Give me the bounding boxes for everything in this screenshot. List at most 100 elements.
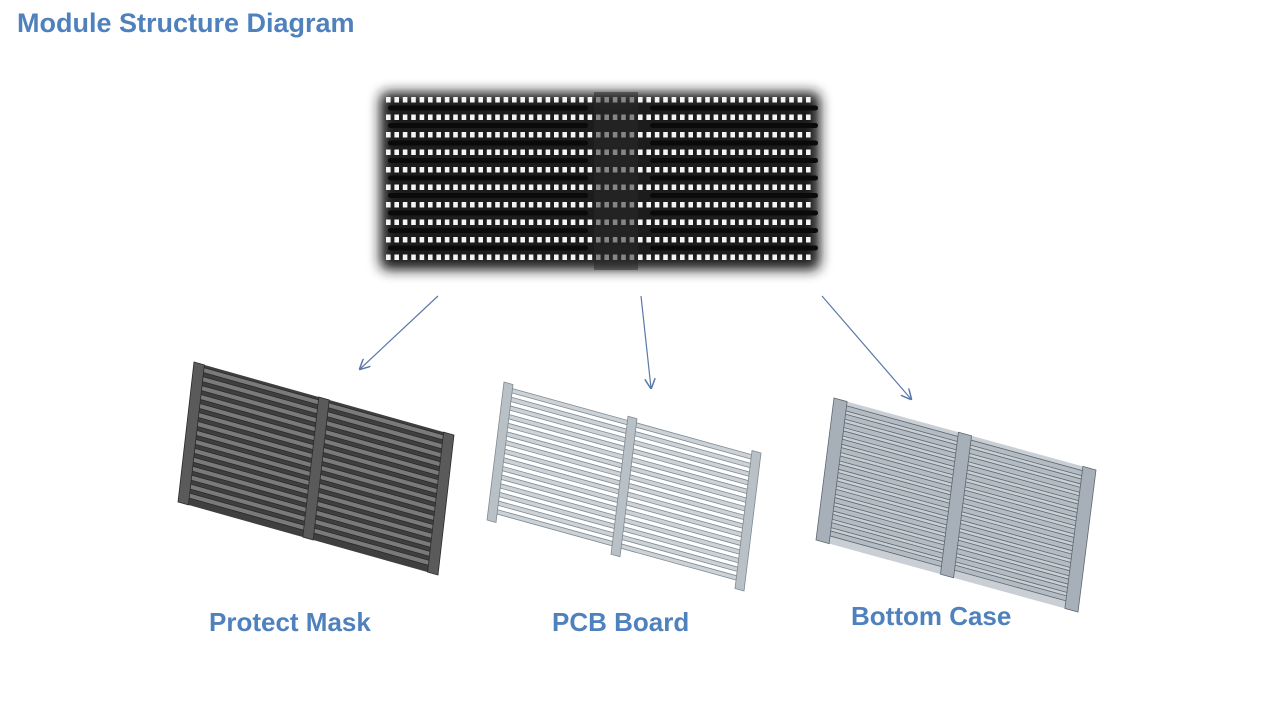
led-pixel — [722, 202, 727, 208]
led-pixel — [461, 132, 467, 138]
led-pixel — [755, 167, 761, 173]
led-pixel — [579, 254, 584, 260]
led-pixel — [528, 202, 534, 208]
led-pixel — [730, 132, 735, 138]
led-pixel — [554, 184, 559, 190]
led-pixel — [461, 114, 467, 120]
led-pixel — [554, 132, 559, 138]
led-pixel — [386, 132, 391, 138]
led-pixel — [688, 167, 693, 173]
led-pixel — [780, 184, 786, 190]
led-pixel — [394, 237, 399, 243]
led-pixel — [797, 149, 803, 155]
led-pixel — [772, 184, 777, 190]
led-pixel — [436, 219, 441, 225]
led-pixel — [495, 254, 500, 260]
module-slot — [650, 228, 818, 233]
led-pixel — [638, 219, 643, 225]
led-pixel — [579, 149, 584, 155]
led-pixel — [713, 149, 719, 155]
led-pixel — [638, 132, 643, 138]
led-pixel — [486, 237, 492, 243]
led-pixel — [688, 184, 693, 190]
led-pixel — [436, 97, 441, 103]
led-pixel — [453, 184, 458, 190]
led-pixel — [772, 132, 777, 138]
led-pixel — [713, 132, 719, 138]
led-pixel — [806, 219, 811, 225]
led-pixel — [470, 149, 475, 155]
led-pixel — [688, 237, 693, 243]
led-pixel — [696, 132, 702, 138]
led-pixel — [663, 202, 668, 208]
led-pixel — [512, 184, 517, 190]
led-pixel — [537, 132, 542, 138]
led-pixel — [780, 219, 786, 225]
led-pixel — [402, 167, 408, 173]
led-pixel — [638, 202, 643, 208]
led-pixel — [570, 184, 576, 190]
led-pixel — [713, 219, 719, 225]
led-pixel — [646, 237, 651, 243]
led-pixel — [512, 149, 517, 155]
led-pixel — [478, 167, 483, 173]
led-pixel — [386, 219, 391, 225]
led-pixel — [554, 254, 559, 260]
led-pixel — [755, 184, 761, 190]
led-pixel — [638, 184, 643, 190]
led-pixel — [780, 132, 786, 138]
led-pixel — [486, 219, 492, 225]
module-slot — [388, 140, 588, 146]
led-pixel — [512, 237, 517, 243]
led-pixel — [587, 97, 593, 103]
led-pixel — [663, 184, 668, 190]
led-pixel — [428, 254, 433, 260]
led-pixel — [688, 97, 693, 103]
led-pixel — [646, 202, 651, 208]
led-pixel — [444, 202, 450, 208]
led-pixel — [402, 237, 408, 243]
module-center-bar — [594, 92, 638, 270]
led-pixel — [638, 167, 643, 173]
led-pixel — [478, 149, 483, 155]
led-pixel — [738, 114, 744, 120]
led-pixel — [797, 132, 803, 138]
led-pixel — [554, 202, 559, 208]
led-pixel — [453, 202, 458, 208]
led-pixel — [587, 132, 593, 138]
grille-rail — [486, 381, 514, 523]
led-pixel — [461, 202, 467, 208]
led-pixel — [402, 202, 408, 208]
led-pixel — [755, 97, 761, 103]
led-pixel — [512, 202, 517, 208]
led-pixel — [696, 167, 702, 173]
module-slot — [388, 228, 588, 233]
led-pixel — [562, 254, 567, 260]
led-pixel — [419, 237, 425, 243]
led-pixel — [730, 114, 735, 120]
led-pixel — [478, 184, 483, 190]
led-pixel — [470, 132, 475, 138]
led-pixel — [386, 167, 391, 173]
led-pixel — [789, 202, 794, 208]
module-slot — [650, 175, 818, 181]
module-slot — [650, 140, 818, 146]
led-pixel — [663, 219, 668, 225]
led-pixel — [663, 167, 668, 173]
led-pixel — [780, 149, 786, 155]
led-pixel — [495, 97, 500, 103]
led-pixel — [587, 184, 593, 190]
led-pixel — [789, 132, 794, 138]
led-pixel — [696, 149, 702, 155]
led-pixel — [470, 219, 475, 225]
led-pixel — [638, 97, 643, 103]
led-pixel — [772, 219, 777, 225]
led-pixel — [402, 149, 408, 155]
led-pixel — [806, 184, 811, 190]
led-pixel — [579, 202, 584, 208]
led-pixel — [747, 219, 752, 225]
led-pixel — [579, 132, 584, 138]
led-pixel — [806, 114, 811, 120]
led-pixel — [394, 202, 399, 208]
led-pixel — [394, 254, 399, 260]
